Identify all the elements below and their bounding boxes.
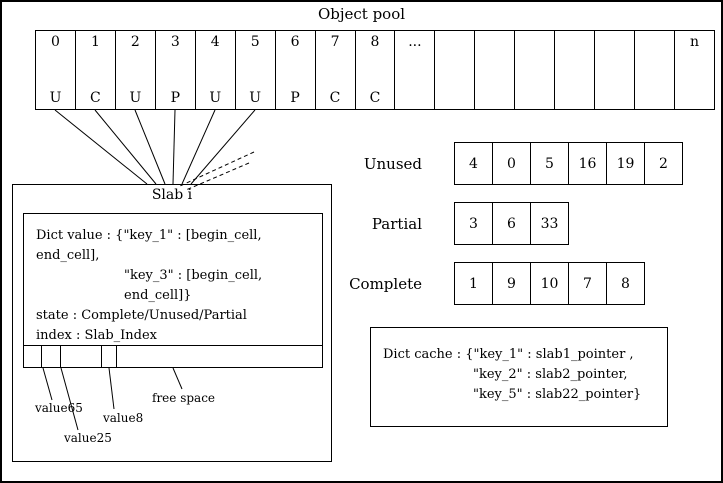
pool-cell-index: 1 [90, 34, 100, 50]
pool-cell-index: 2 [130, 34, 140, 50]
pool-cell-index: 6 [290, 34, 300, 50]
pool-slab-connector [172, 109, 176, 185]
pool-cell-state: C [329, 90, 341, 106]
annotation-value25: value25 [64, 431, 112, 445]
list-cell: 1 [454, 262, 493, 305]
list-cell: 5 [530, 142, 569, 185]
pool-cell: n [675, 31, 714, 109]
dict-cache-line1: Dict cache : {"key_1" : slab1_pointer , [383, 347, 634, 362]
list-cell: 2 [644, 142, 683, 185]
pool-cell-state: U [249, 90, 262, 106]
list-cell: 9 [492, 262, 531, 305]
pool-slab-connector [181, 109, 216, 185]
unused-label: Unused [363, 154, 422, 173]
strip-segment [102, 346, 117, 367]
list-cell: 4 [454, 142, 493, 185]
slab-box: Slab i Dict value : {"key_1" : [begin_ce… [12, 184, 332, 462]
list-cell: 3 [454, 202, 493, 245]
slab-dict-value-line2: "key_3" : [begin_cell, end_cell]} [124, 268, 263, 303]
pool-slab-connector [134, 109, 166, 185]
complete-label: Complete [349, 274, 422, 293]
list-cell: 16 [568, 142, 607, 185]
list-cell: 7 [568, 262, 607, 305]
list-cell: 0 [492, 142, 531, 185]
list-cell: 6 [492, 202, 531, 245]
pool-cell-index: 8 [370, 34, 380, 50]
pool-cell [555, 31, 596, 109]
pool-cell-index: 4 [210, 34, 220, 50]
partial-label: Partial [371, 214, 422, 233]
slab-detail-text: Dict value : {"key_1" : [begin_cell, end… [24, 214, 322, 346]
pool-cell-state: U [209, 90, 222, 106]
strip-segment [61, 346, 102, 367]
annotation-value8: value8 [103, 411, 144, 425]
pool-cell [515, 31, 556, 109]
annotation-free-space: free space [152, 391, 216, 405]
dict-cache-line3: "key_5" : slab22_pointer} [473, 387, 642, 402]
slab-dict-value-line1: Dict value : {"key_1" : [begin_cell, end… [36, 228, 262, 263]
list-cell: 10 [530, 262, 569, 305]
list-cell: 19 [606, 142, 645, 185]
pool-cell-index: 3 [170, 34, 180, 50]
pool-cell [475, 31, 516, 109]
pool-cell-index: 7 [330, 34, 340, 50]
strip-segment-free-space [117, 346, 322, 367]
slab-memory-strip [24, 345, 322, 367]
pool-slab-connector-dashed [179, 151, 255, 187]
pool-slab-connector [94, 109, 157, 185]
pool-cell-index: n [689, 34, 699, 50]
pool-cell-state: P [290, 90, 300, 106]
slab-index-line: index : Slab_Index [36, 328, 158, 343]
slab-state-line: state : Complete/Unused/Partial [36, 308, 247, 323]
strip-segment [24, 346, 42, 367]
pool-cell-state: C [369, 90, 381, 106]
pool-cell-state: U [49, 90, 62, 106]
strip-segment [42, 346, 61, 367]
pool-cell-index: 0 [51, 34, 60, 50]
pool-cell-index: ... [408, 34, 422, 50]
dict-cache-line2: "key_2" : slab2_pointer, [473, 367, 628, 382]
list-cell: 33 [530, 202, 569, 245]
pool-slab-connector [54, 109, 148, 185]
pool-cell-state: P [170, 90, 180, 106]
list-cell: 8 [606, 262, 645, 305]
pool-cell-state: U [129, 90, 142, 106]
pool-cell-index: 5 [250, 34, 260, 50]
slab-label: Slab i [151, 187, 193, 203]
diagram-title: Object pool [317, 5, 406, 23]
pool-cell [435, 31, 476, 109]
pool-slab-connector [190, 109, 256, 185]
pool-cell [595, 31, 636, 109]
annotation-value65: value65 [35, 401, 83, 415]
slab-detail-box: Dict value : {"key_1" : [begin_cell, end… [23, 213, 323, 368]
pool-cell: ... [395, 31, 436, 109]
pool-cell [635, 31, 675, 109]
dict-cache-box: Dict cache : {"key_1" : slab1_pointer , … [370, 327, 668, 427]
pool-cell-state: C [90, 90, 101, 106]
